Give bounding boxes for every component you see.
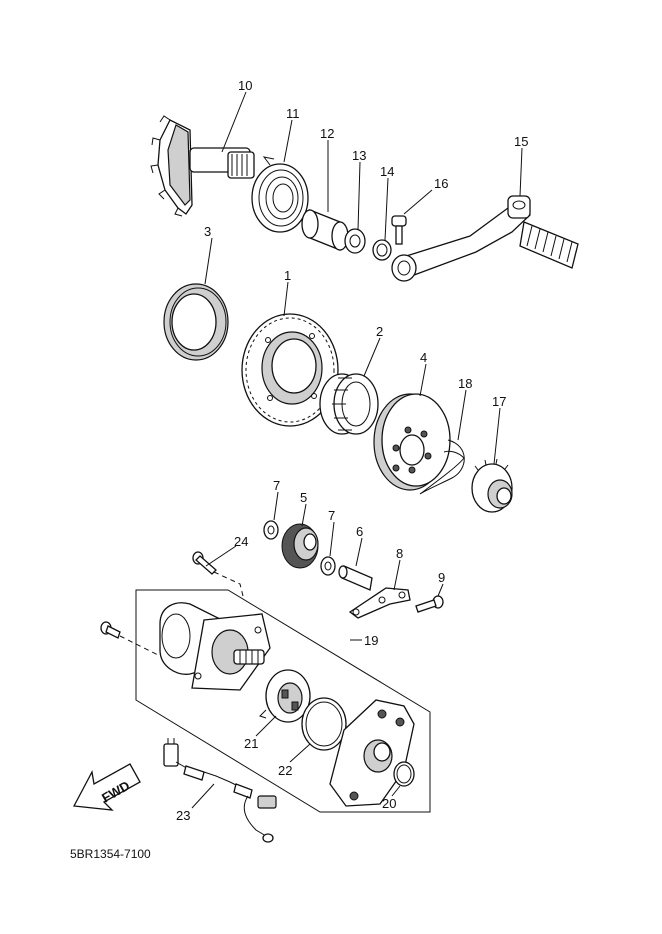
leader-18: [457, 389, 467, 441]
callout-7a: 7: [273, 478, 280, 493]
leader-20: [391, 785, 401, 797]
starter-mount-bolt: [192, 551, 217, 575]
catalog-code: 5BR1354-7100: [70, 847, 151, 861]
idle-gear-washer-left: [263, 520, 279, 540]
circlip: [372, 239, 392, 261]
callout-14: 14: [380, 164, 394, 179]
o-ring-small: [393, 761, 415, 787]
starter-clutch-housing: [373, 393, 451, 491]
idle-gear-plate: [348, 587, 411, 619]
callout-21: 21: [244, 736, 258, 751]
callout-20: 20: [382, 796, 396, 811]
kick-pinion-gear: [471, 458, 513, 513]
leader-4: [419, 363, 427, 397]
starter-motor-bolt: [100, 621, 121, 639]
callout-16: 16: [434, 176, 448, 191]
starter-motor-assembly-outline: [135, 589, 431, 813]
leader-14: [384, 177, 389, 241]
callout-1: 1: [284, 268, 291, 283]
callout-22: 22: [278, 763, 292, 778]
starter-lead-wire: [163, 738, 277, 843]
leader-16: [403, 189, 433, 215]
forward-arrow-icon: FWD: [72, 763, 141, 811]
starter-idle-gear: [281, 523, 319, 569]
callout-12: 12: [320, 126, 334, 141]
one-way-clutch: [319, 373, 379, 435]
callout-11: 11: [286, 106, 300, 121]
callout-4: 4: [420, 350, 427, 365]
leader-5: [301, 503, 307, 527]
starter-ring-gear: [241, 313, 339, 427]
callout-23: 23: [176, 808, 190, 823]
callout-10: 10: [238, 78, 252, 93]
brush-holder: [259, 669, 311, 723]
leader-15: [519, 147, 523, 197]
oil-seal: [163, 283, 229, 361]
kick-spring: [251, 156, 309, 233]
idle-gear-shaft: [338, 565, 373, 591]
callout-13: 13: [352, 148, 366, 163]
leader-13: [357, 161, 361, 231]
leader-22: [289, 743, 311, 763]
leader-9: [437, 583, 444, 597]
o-ring-large: [301, 697, 347, 751]
leader-23: [191, 783, 215, 809]
leader-11: [283, 119, 293, 163]
leader-7b: [329, 521, 335, 557]
starter-end-cover: [329, 699, 415, 807]
leader-7a: [273, 491, 279, 521]
pinch-bolt: [391, 215, 407, 245]
bushing: [301, 209, 349, 251]
callout-8: 8: [396, 546, 403, 561]
callout-17: 17: [492, 394, 506, 409]
callout-24: 24: [234, 534, 248, 549]
leader-3: [204, 237, 213, 285]
idle-gear-washer-right: [320, 556, 336, 576]
callout-3: 3: [204, 224, 211, 239]
callout-5: 5: [300, 490, 307, 505]
bolt-24-path: [213, 571, 245, 601]
leader-1: [283, 281, 289, 317]
leader-8: [393, 559, 401, 591]
callout-18: 18: [458, 376, 472, 391]
starter-motor: [159, 602, 271, 691]
spring-clip: [419, 439, 465, 495]
leader-24: [205, 545, 237, 567]
leader-10: [221, 91, 247, 153]
callout-15: 15: [514, 134, 528, 149]
kick-crank-lever: [391, 195, 579, 282]
callout-19: 19: [364, 633, 378, 648]
kick-axle-gear: [150, 115, 255, 217]
plate-screw: [415, 595, 444, 613]
callout-7b: 7: [328, 508, 335, 523]
leader-2: [363, 337, 381, 377]
callout-9: 9: [438, 570, 445, 585]
leader-17: [493, 407, 501, 465]
leader-21: [255, 715, 277, 737]
callout-2: 2: [376, 324, 383, 339]
callout-6: 6: [356, 524, 363, 539]
washer: [344, 228, 366, 254]
leader-6: [355, 537, 363, 567]
